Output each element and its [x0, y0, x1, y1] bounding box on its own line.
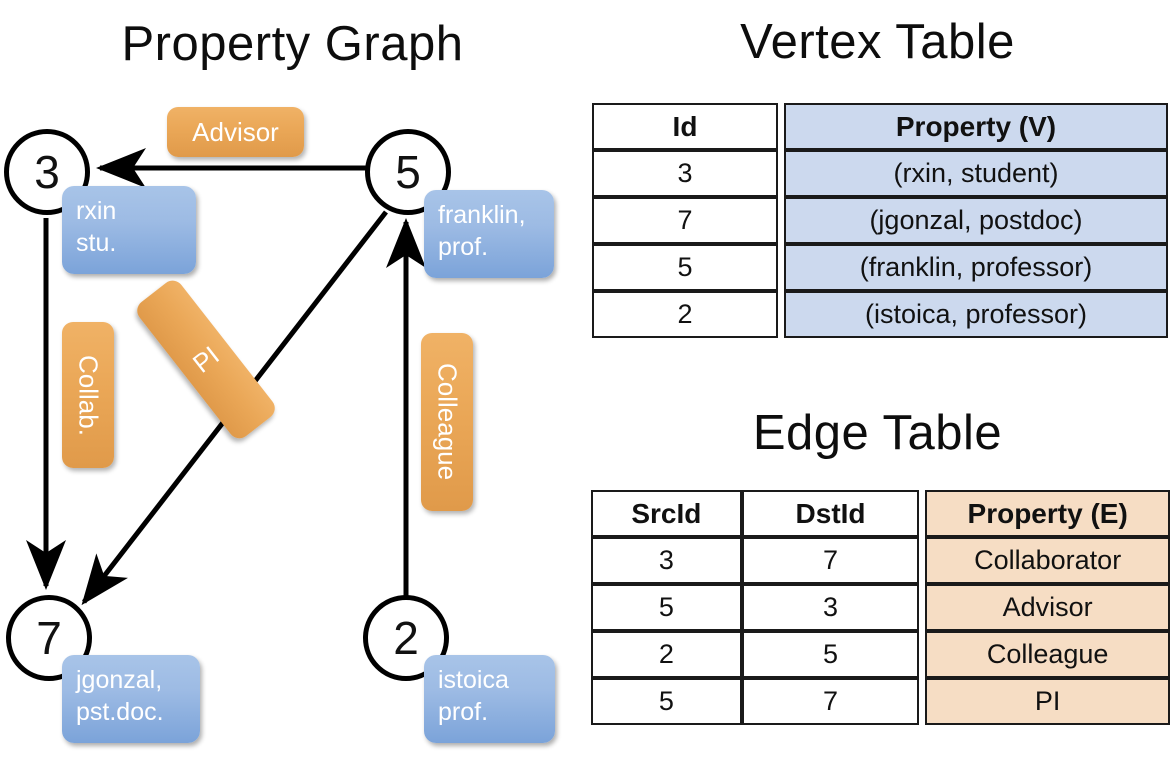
property-graph-diagram: 3 5 7 2 rxin stu. franklin, prof. jgonza… [4, 107, 555, 743]
graph-node-5[interactable]: 5 [365, 129, 451, 215]
page-title-edge-table: Edge Table [752, 406, 1003, 460]
vertex-cell-property: (franklin, professor) [784, 244, 1168, 291]
edge-table-header-row: SrcId DstId Property (E) [591, 490, 1170, 537]
edge-table-header-dstid: DstId [741, 490, 920, 537]
node-property-jgonzal-line1: jgonzal, [76, 666, 163, 694]
table-row: 5 (franklin, professor) [592, 244, 1168, 291]
edge-cell-property: Advisor [925, 584, 1170, 631]
table-row: 2 5 Colleague [591, 631, 1170, 678]
table-row: 2 (istoica, professor) [592, 291, 1168, 338]
table-row: 3 (rxin, student) [592, 150, 1168, 197]
graph-node-2[interactable]: 2 [363, 595, 449, 681]
table-row: 5 3 Advisor [591, 584, 1170, 631]
page-title-vertex-table: Vertex Table [740, 15, 1015, 69]
node-property-rxin-line1: rxin [76, 197, 117, 225]
node-property-franklin-line1: franklin, [438, 201, 526, 229]
vertex-table-header-id: Id [592, 103, 778, 150]
node-property-rxin: rxin stu. [62, 186, 196, 274]
edge-table-header-property: Property (E) [925, 490, 1170, 537]
edge-label-colleague-text: Colleague [432, 363, 463, 481]
edge-label-collaborator: Collab. [62, 322, 114, 468]
vertex-cell-id: 3 [592, 150, 778, 197]
node-property-rxin-line2: stu. [76, 229, 117, 257]
node-property-jgonzal: jgonzal, pst.doc. [62, 655, 200, 743]
edge-cell-dstid: 7 [741, 537, 920, 584]
node-property-istoica-line1: istoica [438, 666, 509, 694]
edge-label-collaborator-text: Collab. [73, 354, 104, 436]
edge-label-colleague: Colleague [421, 333, 473, 511]
node-property-franklin-line2: prof. [438, 233, 489, 261]
node-property-istoica-line2: prof. [438, 698, 489, 726]
node-property-istoica: istoica prof. [424, 655, 555, 743]
edge-label-advisor-text: Advisor [192, 116, 279, 147]
vertex-table: Id Property (V) 3 (rxin, student) 7 (jgo… [592, 103, 1168, 338]
table-row: 5 7 PI [591, 678, 1170, 725]
vertex-cell-property: (istoica, professor) [784, 291, 1168, 338]
edge-cell-property: PI [925, 678, 1170, 725]
edge-cell-property: Colleague [925, 631, 1170, 678]
vertex-cell-property: (rxin, student) [784, 150, 1168, 197]
vertex-cell-id: 5 [592, 244, 778, 291]
node-property-jgonzal-line2: pst.doc. [76, 698, 164, 726]
edge-cell-dstid: 5 [741, 631, 920, 678]
node-property-franklin: franklin, prof. [424, 190, 554, 278]
vertex-cell-property: (jgonzal, postdoc) [784, 197, 1168, 244]
vertex-table-header-row: Id Property (V) [592, 103, 1168, 150]
table-row: 7 (jgonzal, postdoc) [592, 197, 1168, 244]
edge-table: SrcId DstId Property (E) 3 7 Collaborato… [591, 490, 1170, 725]
edge-cell-srcid: 5 [591, 678, 742, 725]
vertex-cell-id: 2 [592, 291, 778, 338]
vertex-cell-id: 7 [592, 197, 778, 244]
edge-cell-srcid: 3 [591, 537, 742, 584]
table-row: 3 7 Collaborator [591, 537, 1170, 584]
edge-label-pi-text: PI [186, 339, 225, 379]
vertex-table-header-property: Property (V) [784, 103, 1168, 150]
edge-cell-dstid: 7 [741, 678, 920, 725]
edge-cell-dstid: 3 [741, 584, 920, 631]
edge-cell-srcid: 5 [591, 584, 742, 631]
edge-table-header-srcid: SrcId [591, 490, 742, 537]
edge-cell-property: Collaborator [925, 537, 1170, 584]
edge-label-advisor: Advisor [167, 107, 304, 157]
edge-cell-srcid: 2 [591, 631, 742, 678]
page-title-property-graph: Property Graph [121, 17, 464, 71]
